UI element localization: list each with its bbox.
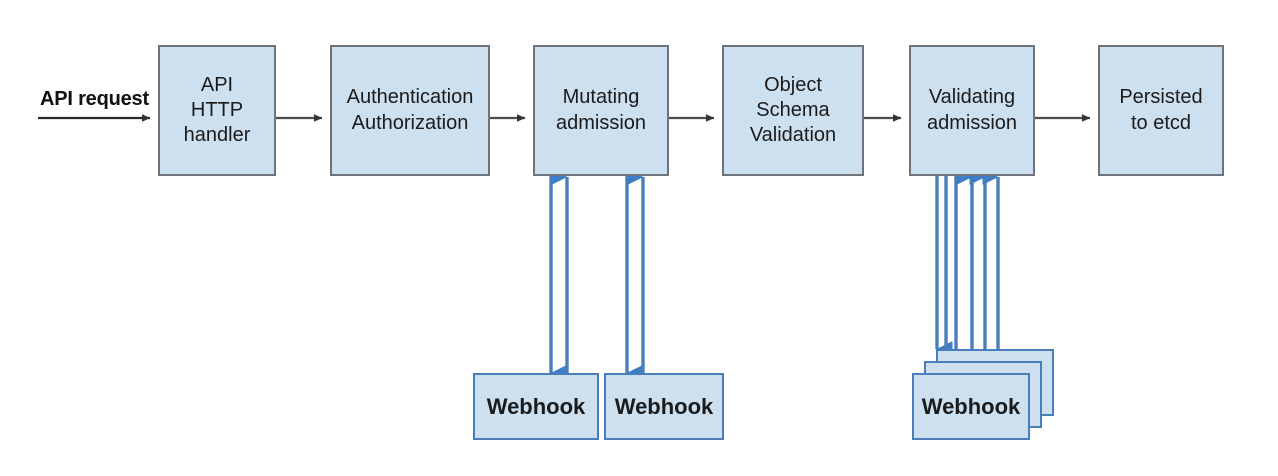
webhook-mutating-1[interactable]: Webhook <box>473 373 599 440</box>
stage-mutating-admission[interactable]: Mutating admission <box>533 45 669 176</box>
stage-authentication-authorization[interactable]: Authentication Authorization <box>330 45 490 176</box>
stage-label: Object Schema Validation <box>749 73 837 147</box>
webhook-label: Webhook <box>921 393 1021 419</box>
webhook-label: Webhook <box>614 393 714 419</box>
stage-validating-admission[interactable]: Validating admission <box>909 45 1035 176</box>
stage-label: API HTTP handler <box>183 73 251 147</box>
stage-label: Mutating admission <box>555 86 647 134</box>
stage-api-http-handler[interactable]: API HTTP handler <box>158 45 276 176</box>
webhook-mutating-2[interactable]: Webhook <box>604 373 724 440</box>
stage-persisted-to-etcd[interactable]: Persisted to etcd <box>1098 45 1224 176</box>
stage-object-schema-validation[interactable]: Object Schema Validation <box>722 45 864 176</box>
entry-label-api-request: API request <box>40 88 149 110</box>
stage-label: Authentication Authorization <box>346 86 474 134</box>
webhook-validating-front[interactable]: Webhook <box>912 373 1030 440</box>
webhook-label: Webhook <box>486 393 586 419</box>
stage-label: Persisted to etcd <box>1119 86 1203 134</box>
stage-label: Validating admission <box>926 86 1018 134</box>
